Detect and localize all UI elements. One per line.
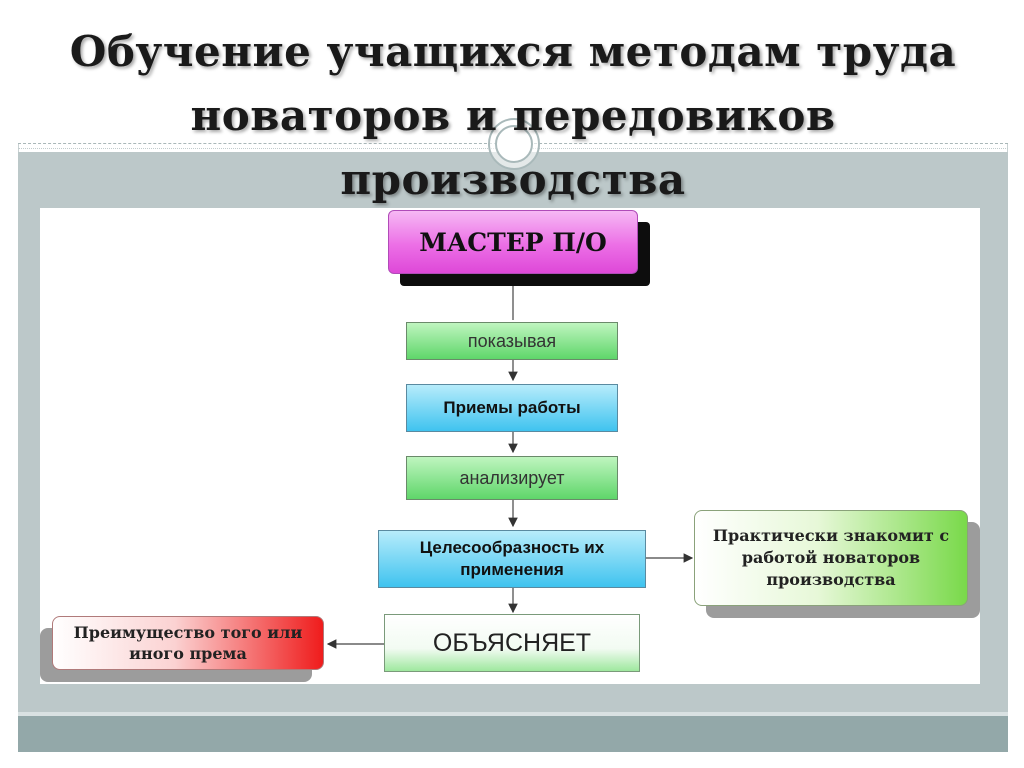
footer-divider xyxy=(18,712,1008,716)
step-analyzes: анализирует xyxy=(406,456,618,500)
advantage-callout: Преимущество того или иного према xyxy=(52,616,324,670)
advantage-callout-line: Преимущество того или xyxy=(73,623,303,642)
advantage-callout-line: иного према xyxy=(129,644,247,663)
step-expediency-line: Целесообразность их xyxy=(419,538,605,557)
practice-callout-line: производства xyxy=(766,570,896,589)
master-box: МАСТЕР П/О xyxy=(388,210,638,274)
step-techniques: Приемы работы xyxy=(406,384,618,432)
practice-callout-line: Практически знакомит с xyxy=(712,526,950,545)
practice-callout-line: работой новаторов xyxy=(741,548,921,567)
step-showing: показывая xyxy=(406,322,618,360)
slide-title-line: производства xyxy=(340,155,686,204)
practice-callout: Практически знакомит с работой новаторов… xyxy=(694,510,968,606)
slide-title-line: новаторов и передовиков xyxy=(190,91,836,140)
step-expediency: Целесообразность их применения xyxy=(378,530,646,588)
slide-title-line: Обучение учащихся методам труда xyxy=(69,27,957,76)
step-expediency-line: применения xyxy=(460,560,564,579)
circle-ornament-inner-icon xyxy=(495,125,533,163)
step-explains: ОБЪЯСНЯЕТ xyxy=(384,614,640,672)
footer-band xyxy=(18,716,1008,752)
slide-title: Обучение учащихся методам труда новаторо… xyxy=(18,20,1008,212)
